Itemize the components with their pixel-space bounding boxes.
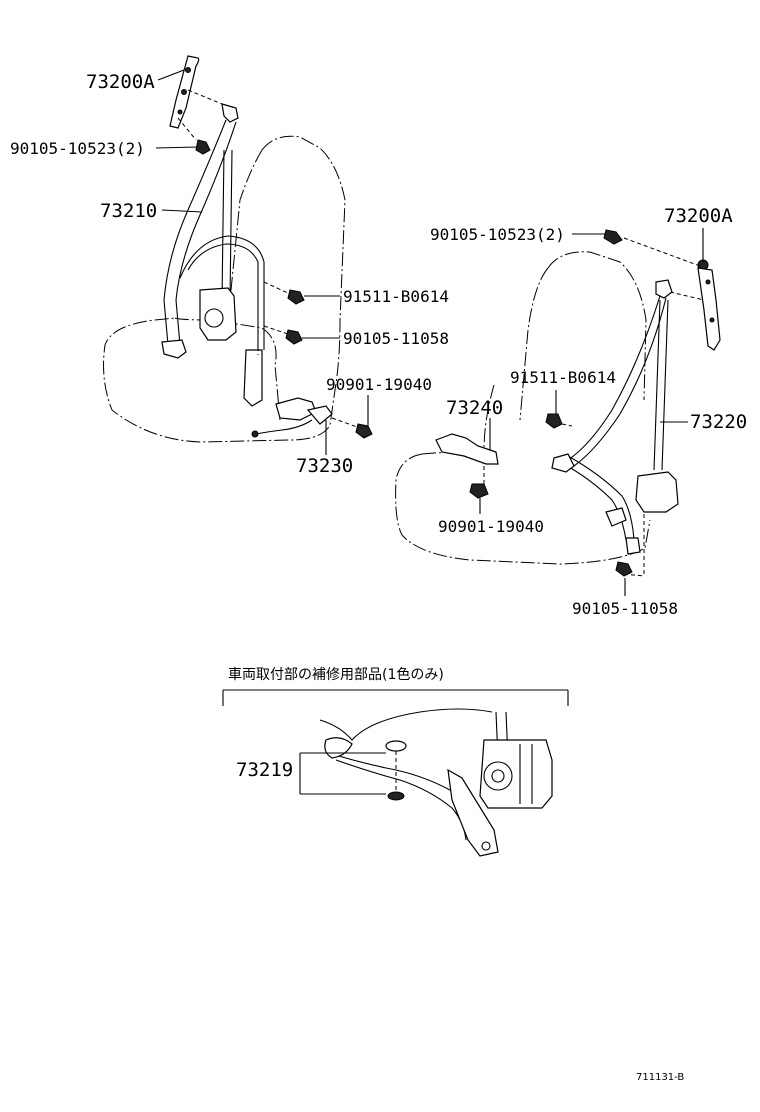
left-seat-outline <box>103 135 346 443</box>
label-left-buckle: 73230 <box>296 455 353 477</box>
left-bolt-top <box>195 139 211 155</box>
left-leader-lines <box>155 69 369 455</box>
label-left-bolt-lower: 90105-11058 <box>343 329 449 348</box>
label-left-bolt-top: 90105-10523(2) <box>10 139 145 158</box>
label-right-bolt-mid: 91511-B0614 <box>510 368 616 387</box>
illustration-code: 711131-B <box>636 1072 684 1083</box>
repair-note: 車両取付部の補修用部品(1色のみ) <box>228 666 444 683</box>
label-right-buckle-bolt: 90901-19040 <box>438 517 544 536</box>
right-belt <box>551 279 679 555</box>
left-anchor-plate <box>169 55 200 129</box>
label-right-anchor-plate: 73200A <box>664 205 733 227</box>
label-left-buckle-bolt: 90901-19040 <box>326 375 432 394</box>
label-left-belt: 73210 <box>100 200 157 222</box>
repair-part-detail <box>319 708 553 857</box>
right-leader-lines <box>479 228 704 596</box>
repair-part-leader <box>299 752 386 795</box>
label-left-anchor-plate: 73200A <box>86 71 155 93</box>
label-right-bolt-top: 90105-10523(2) <box>430 225 565 244</box>
left-belt <box>161 103 265 407</box>
repair-inset-bracket <box>222 689 569 706</box>
label-left-bolt-mid: 91511-B0614 <box>343 287 449 306</box>
left-buckle <box>251 397 373 439</box>
right-buckle <box>435 433 499 499</box>
right-bolt-top <box>603 229 623 245</box>
right-anchor-plate <box>697 259 721 351</box>
label-right-buckle: 73240 <box>446 397 503 419</box>
label-right-belt: 73220 <box>690 411 747 433</box>
label-repair-part: 73219 <box>236 759 293 781</box>
right-bolts <box>545 413 645 577</box>
right-seat-outline <box>395 251 651 565</box>
left-bolts-middle <box>257 281 305 355</box>
label-right-bolt-lower: 90105-11058 <box>572 599 678 618</box>
